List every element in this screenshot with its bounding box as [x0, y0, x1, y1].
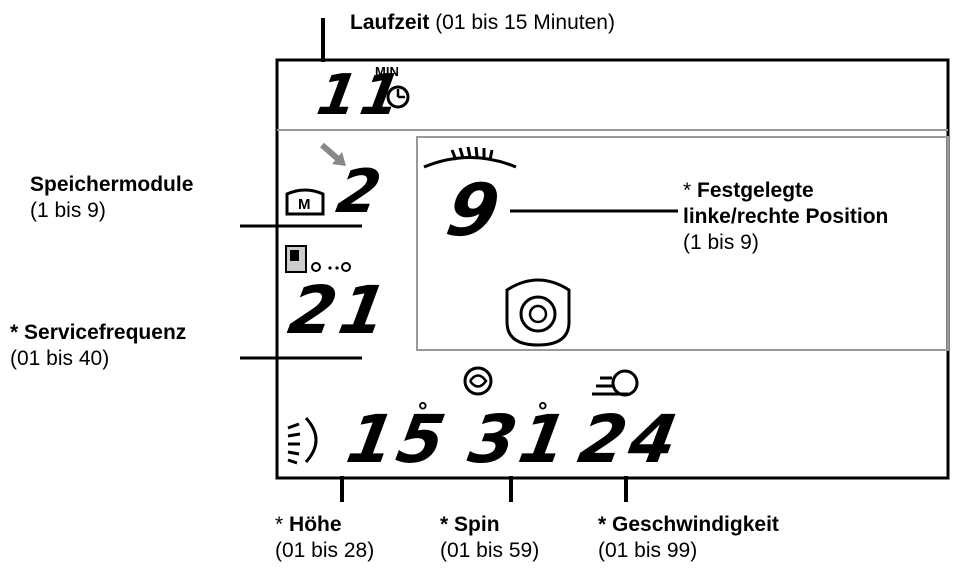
- memory-range: (1 bis 9): [30, 199, 106, 222]
- service-icon: [285, 245, 351, 273]
- runtime-title: Laufzeit: [350, 11, 430, 34]
- spin-icon: [463, 366, 493, 396]
- position-range: (1 bis 9): [683, 231, 759, 254]
- memory-callout: Speichermodule (1 bis 9): [30, 172, 193, 224]
- position-title-line2: linke/rechte Position: [683, 205, 889, 228]
- service-title: Servicefrequenz: [24, 321, 187, 344]
- height-degree: °: [418, 398, 428, 425]
- height-range: (01 bis 28): [275, 539, 375, 562]
- height-display-value: 15: [341, 401, 455, 478]
- fan-icon: [423, 146, 517, 169]
- speed-icon: [592, 369, 639, 397]
- service-callout: * Servicefrequenz (01 bis 40): [10, 320, 186, 372]
- service-display-value: 21: [283, 272, 397, 349]
- speed-title: Geschwindigkeit: [612, 513, 779, 536]
- height-icon: [287, 416, 318, 465]
- position-star: *: [683, 179, 692, 202]
- service-star: *: [10, 321, 19, 344]
- position-callout: * Festgelegte linke/rechte Position (1 b…: [683, 178, 888, 256]
- height-title: Höhe: [289, 513, 342, 536]
- service-range: (01 bis 40): [10, 347, 110, 370]
- speed-display-value: 24: [573, 401, 687, 478]
- arrow-icon: [320, 142, 346, 166]
- spin-title: Spin: [454, 513, 500, 536]
- memory-module-icon: [285, 188, 325, 216]
- spin-star: *: [440, 513, 449, 536]
- speed-callout: * Geschwindigkeit (01 bis 99): [598, 512, 779, 564]
- min-label: MIN: [375, 64, 399, 79]
- runtime-range: (01 bis 15 Minuten): [435, 11, 615, 34]
- position-box: [416, 136, 949, 351]
- memory-title: Speichermodule: [30, 173, 194, 196]
- speed-range: (01 bis 99): [598, 539, 698, 562]
- height-callout: * Höhe (01 bis 28): [275, 512, 374, 564]
- spin-display-value: 31: [463, 401, 577, 478]
- speed-star: *: [598, 513, 607, 536]
- spin-callout: * Spin (01 bis 59): [440, 512, 539, 564]
- memory-icon-label: M: [298, 196, 311, 213]
- spin-range: (01 bis 59): [440, 539, 540, 562]
- machine-icon: [505, 278, 571, 347]
- runtime-callout: Laufzeit (01 bis 15 Minuten): [350, 10, 615, 36]
- spin-degree: °: [538, 398, 548, 425]
- position-title-line1: Festgelegte: [697, 179, 814, 202]
- clock-icon: [386, 85, 410, 109]
- height-star: *: [275, 513, 284, 536]
